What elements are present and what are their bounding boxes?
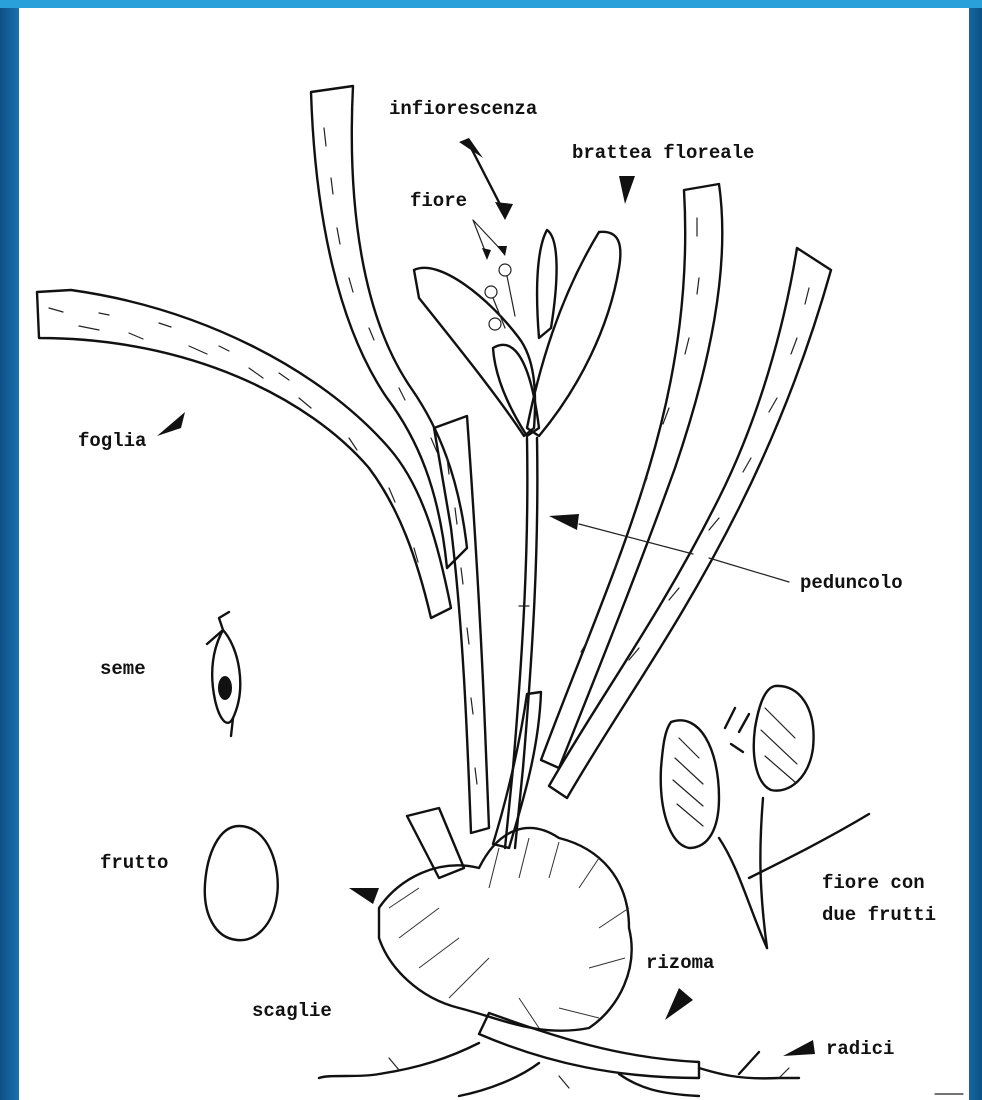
label-infiorescenza: infiorescenza [389,96,537,122]
posidonia-plant-drawing [19,8,969,1100]
label-frutto: frutto [100,850,168,876]
inflorescence [414,230,620,436]
label-fiore: fiore [410,188,467,214]
leaf-middle [434,416,489,833]
label-rizoma: rizoma [646,950,714,976]
illustration-sheet: infiorescenza brattea floreale fiore fog… [19,8,969,1100]
leaf-right-1 [541,184,722,768]
roots [319,1043,799,1096]
label-foglia: foglia [78,428,146,454]
fruit-drawing [205,826,278,940]
label-arrows [157,138,963,1094]
seed-drawing [207,612,240,736]
label-fiore-con-frutti-line2: due frutti [822,902,936,928]
top-banner [0,0,982,8]
leaf-left [37,290,451,618]
leaf-right-2 [549,248,831,798]
label-scaglie: scaglie [252,998,332,1024]
label-fiore-con-frutti-line1: fiore con [822,870,925,896]
label-radici: radici [826,1036,894,1062]
label-seme: seme [100,656,146,682]
label-brattea-floreale: brattea floreale [572,140,754,166]
label-peduncolo: peduncolo [800,570,903,596]
